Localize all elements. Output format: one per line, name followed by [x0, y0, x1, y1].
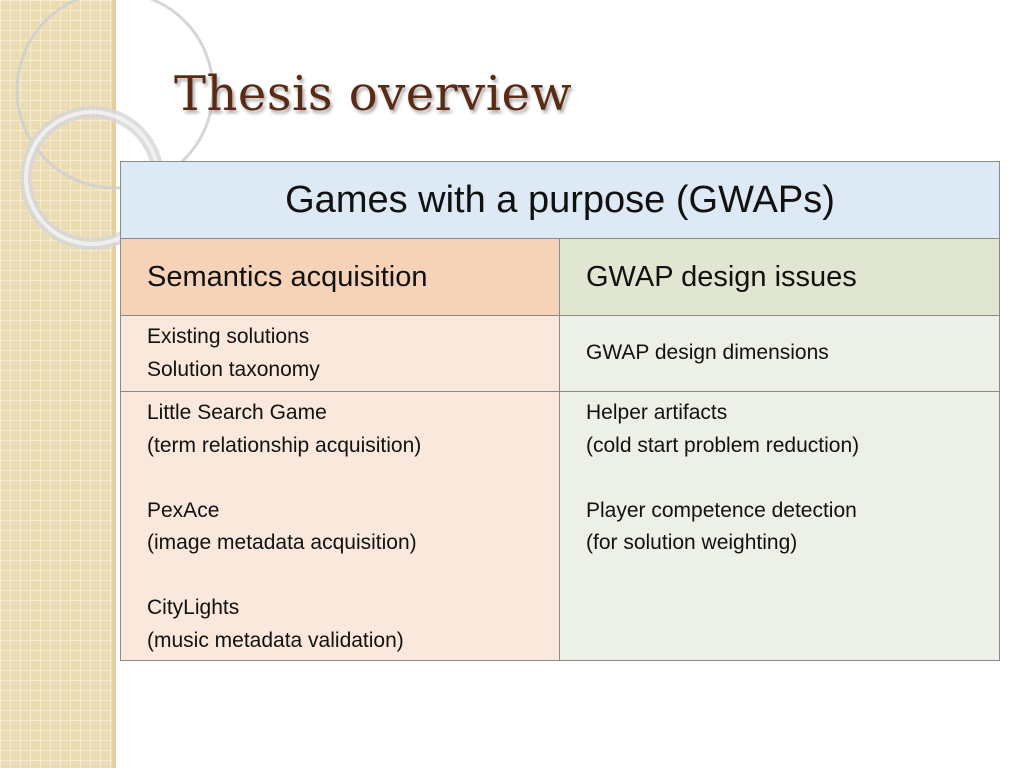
table-cell: Existing solutions Solution taxonomy: [120, 315, 560, 392]
game-name: Little Search Game: [147, 401, 327, 424]
column-heading-design-issues: GWAP design issues: [558, 238, 1001, 316]
table-row: Existing solutions Solution taxonomy GWA…: [120, 315, 1001, 392]
table-subheader-row: Semantics acquisition GWAP design issues: [120, 238, 1001, 316]
cell-line: GWAP design dimensions: [586, 341, 829, 365]
issue-detail: (for solution weighting): [586, 531, 798, 554]
table-cell: Helper artifacts (cold start problem red…: [558, 391, 1001, 661]
game-detail: (image metadata acquisition): [147, 531, 417, 554]
slide-title: Thesis overview: [174, 66, 573, 122]
table-header-row: Games with a purpose (GWAPs): [119, 161, 1001, 239]
table-cell: GWAP design dimensions: [558, 315, 1001, 392]
cell-line: Solution taxonomy: [147, 357, 320, 381]
game-name: PexAce: [147, 498, 220, 522]
table-header-gwaps: Games with a purpose (GWAPs): [119, 161, 1001, 239]
game-detail: (music metadata validation): [147, 628, 404, 652]
cell-line: Existing solutions: [147, 325, 310, 348]
table-cell: Little Search Game (term relationship ac…: [120, 391, 560, 661]
thesis-overview-table: Games with a purpose (GWAPs) Semantics a…: [119, 161, 1001, 661]
table-row: Little Search Game (term relationship ac…: [120, 391, 1001, 661]
game-name: CityLights: [147, 596, 240, 619]
column-heading-semantics: Semantics acquisition: [120, 238, 560, 316]
game-detail: (term relationship acquisition): [147, 433, 422, 457]
issue-name: Helper artifacts: [586, 401, 728, 424]
issue-detail: (cold start problem reduction): [586, 433, 860, 457]
issue-name: Player competence detection: [586, 498, 857, 522]
